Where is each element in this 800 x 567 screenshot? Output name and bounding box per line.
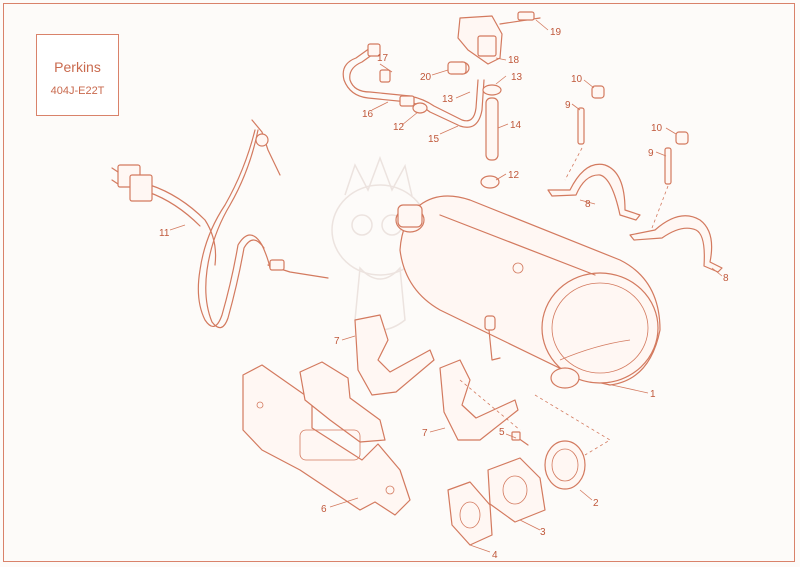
callout-20: 20	[420, 72, 432, 83]
callout-8-lower: 8	[723, 273, 729, 284]
callout-11: 11	[159, 228, 170, 239]
callout-5: 5	[499, 427, 505, 438]
callout-13-left: 13	[442, 94, 454, 105]
callout-2: 2	[593, 498, 599, 509]
callout-17: 17	[377, 53, 389, 64]
callout-18: 18	[508, 55, 520, 66]
callout-6: 6	[321, 504, 327, 515]
callout-12-right: 12	[508, 170, 520, 181]
breather-pipe-assembly	[342, 43, 485, 128]
callout-10-left: 10	[571, 74, 583, 85]
engine-model: 404J-E22T	[50, 85, 105, 97]
callout-9-left: 9	[565, 100, 571, 111]
brand-name: Perkins	[54, 59, 101, 75]
callout-16: 16	[362, 109, 374, 120]
callout-1: 1	[650, 389, 656, 400]
brand-box: Perkins 404J-E22T	[36, 34, 119, 116]
callout-14: 14	[510, 120, 522, 131]
callout-3: 3	[540, 527, 546, 538]
valve-bracket	[447, 11, 541, 75]
callout-10-right: 10	[651, 123, 663, 134]
callout-4: 4	[492, 550, 498, 561]
callout-12-left: 12	[393, 122, 405, 133]
callout-9-right: 9	[648, 148, 654, 159]
support-brackets	[354, 314, 519, 441]
callout-7-right: 7	[422, 428, 428, 439]
mounting-straps	[547, 85, 723, 273]
callout-19: 19	[550, 27, 562, 38]
mounting-plate	[242, 361, 411, 516]
leader-lines	[169, 19, 723, 553]
particulate-filter-canister	[395, 195, 661, 389]
callout-8-upper: 8	[585, 199, 591, 210]
callout-13-right: 13	[511, 72, 523, 83]
outlet-flange-parts	[447, 379, 611, 546]
callout-7-left: 7	[334, 336, 340, 347]
diagram-frame	[3, 3, 795, 562]
wiring-harness	[111, 119, 329, 329]
callout-15: 15	[428, 134, 440, 145]
part-callouts: 1 2 3 4 5 6 7 7 8 8 9 9 10 10 11 12 12 1…	[159, 27, 729, 561]
